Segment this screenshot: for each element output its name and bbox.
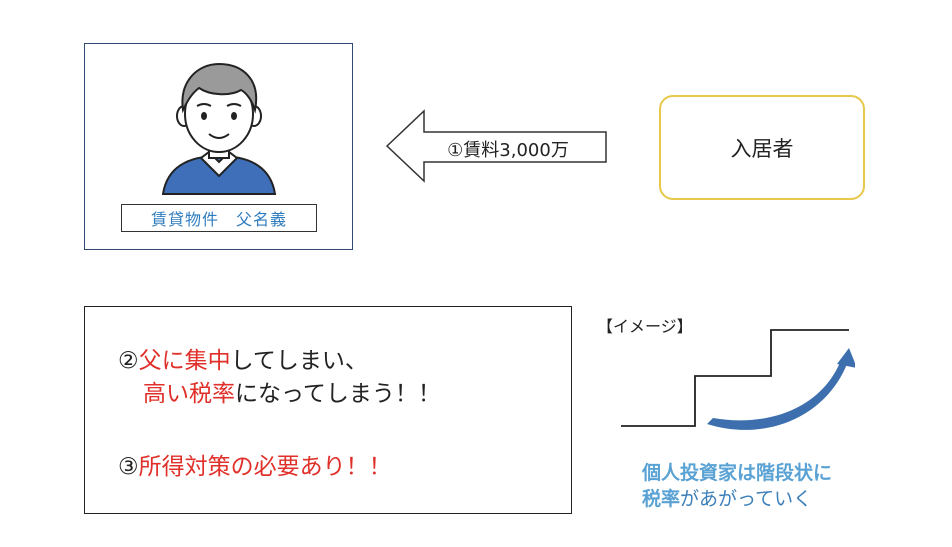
rent-label: ①賃料3,000万 [447,140,569,161]
note-1-highlight: 父に集中 [138,348,231,374]
note-line-2: 高い税率になってしまう！！ [143,374,441,408]
property-label: 賃貸物件 父名義 [121,204,317,232]
note-line-1: ②父に集中してしまい、 [118,341,368,375]
note-1-text: してしまい、 [230,348,368,374]
caption-line-2: 税率があがっていく [642,486,832,512]
stairs-graph-icon [621,329,855,430]
left-arrow-icon [385,109,607,183]
notes-box: ②父に集中してしまい、 高い税率になってしまう！！ ③所得対策の必要あり！！ [84,306,572,514]
image-label: 【イメージ】 [597,317,693,336]
property-owner-box: 賃貸物件 父名義 [84,43,353,250]
note-3-highlight: 所得対策の必要あり！！ [138,454,392,480]
curved-up-arrow-icon [837,348,855,368]
note-line-3: ③所得対策の必要あり！！ [118,447,392,481]
note-3-number: ③ [118,454,139,480]
person-illustration-icon [161,62,277,195]
note-2-highlight: 高い税率 [143,381,235,407]
caption-line-2-rest: があがっていく [680,488,813,510]
caption-line-1: 個人投資家は階段状に [642,462,833,484]
note-1-number: ② [118,348,139,374]
tenant-box: 入居者 [659,95,865,200]
stairs-caption: 個人投資家は階段状に 税率があがっていく [642,460,832,512]
note-2-text: になってしまう！！ [235,381,441,407]
tenant-label: 入居者 [730,136,794,161]
caption-line-2-bold: 税率 [642,488,681,510]
